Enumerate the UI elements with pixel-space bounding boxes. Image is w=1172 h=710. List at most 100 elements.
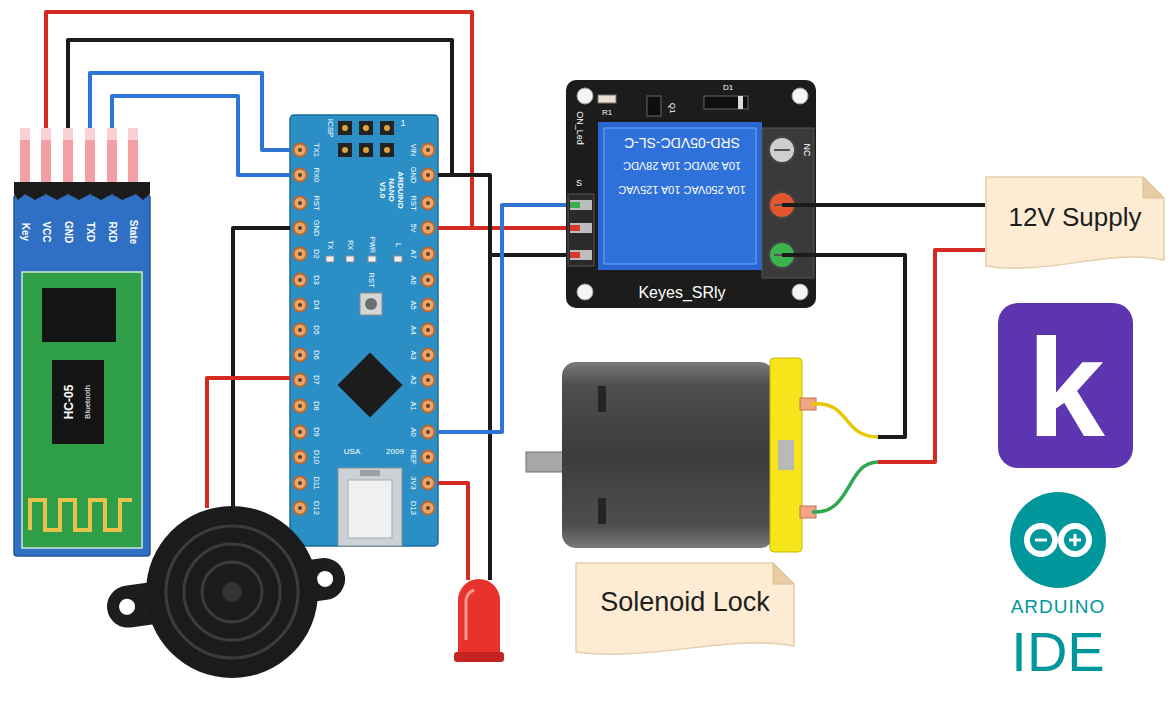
pin-label: D5 <box>312 325 320 335</box>
pin-header <box>568 194 594 266</box>
reset-button-cap <box>365 298 377 310</box>
pin-pad <box>422 451 435 464</box>
motor-shaft <box>526 452 568 472</box>
header-pin <box>570 250 592 260</box>
board-pcb <box>566 80 816 308</box>
led-label: TX <box>326 241 334 250</box>
led-label: PWR <box>368 237 376 253</box>
pin-pad <box>422 502 435 515</box>
pin-hole <box>426 455 430 459</box>
module-name: Bluetooth <box>84 385 93 419</box>
pin-pad <box>422 274 435 287</box>
pin-label: VCC <box>41 221 52 242</box>
bluetooth-module: KeyVCCGNDTXDRXDStateHC-05Bluetooth <box>14 128 150 556</box>
status-led <box>346 256 354 262</box>
pin-pad <box>294 502 307 515</box>
pin-hole <box>298 506 302 510</box>
pin-hole <box>298 148 302 152</box>
logo-wordmark: IDE <box>1011 621 1104 683</box>
pin-label: TXD <box>85 222 96 242</box>
module-name: HC-05 <box>63 385 76 420</box>
header-pin-tip <box>20 128 30 140</box>
icsp-pin-tip <box>342 125 348 131</box>
chip <box>52 360 104 444</box>
wire <box>207 378 290 508</box>
vent-slot <box>598 498 606 524</box>
pin-label: State <box>128 220 139 244</box>
buzzer-ring <box>184 544 280 640</box>
mounting-hole <box>577 88 593 104</box>
led-rim <box>454 652 504 662</box>
kodular-logo <box>998 303 1133 468</box>
wire <box>488 255 492 580</box>
status-led <box>326 256 334 262</box>
pin-hole <box>426 506 430 510</box>
header-pin-tip <box>63 128 73 140</box>
reset-button <box>360 293 382 315</box>
button-label: RST <box>367 273 375 288</box>
pin-pad <box>422 349 435 362</box>
led <box>454 579 504 662</box>
icsp-pin-tip <box>384 147 390 153</box>
pin-pad <box>294 400 307 413</box>
pin-one-mark: 1 <box>400 119 405 129</box>
note-fold <box>773 563 794 584</box>
note-text: Solenoid Lock <box>600 588 770 618</box>
board-name: ARDUINO NANO V3.0 <box>378 170 404 210</box>
header-pin <box>570 223 592 233</box>
mount-hole <box>316 570 334 588</box>
buzzer-ring <box>166 526 298 658</box>
pin-hole <box>298 226 302 230</box>
motor-body <box>562 362 774 548</box>
dc-motor <box>526 358 878 552</box>
pin-label: D7 <box>312 375 320 385</box>
relay-body <box>598 122 762 270</box>
pin-hole <box>426 173 430 177</box>
pin-pad <box>422 374 435 387</box>
header-pin <box>570 200 592 210</box>
logo-minus <box>1035 539 1047 542</box>
logo-loop <box>1027 526 1055 554</box>
logo-tile <box>998 303 1133 468</box>
board-pcb <box>14 195 150 556</box>
pin-hole <box>426 353 430 357</box>
mounting-hole <box>577 284 593 300</box>
relay-module: ON_LedSR1Q1D1SRD-05VDC-SL-C10A 30VDC 10A… <box>566 80 816 308</box>
logo-letter: k <box>1027 318 1105 458</box>
wire-connector <box>46 12 472 228</box>
logo-loop <box>1061 526 1089 554</box>
pin-pad <box>422 222 435 235</box>
status-led <box>368 256 376 262</box>
logo-wordmark: ARDUINO <box>1011 597 1106 618</box>
mount-hole <box>118 598 136 616</box>
pin-pad <box>294 144 307 157</box>
icsp-pin <box>380 143 394 157</box>
header-pin <box>107 128 117 184</box>
relay-body-top <box>604 128 756 264</box>
pin-hole <box>426 201 430 205</box>
usb-connector-inner <box>348 480 392 538</box>
note-text: 12V Supply <box>1009 203 1142 232</box>
pin-label: A5 <box>409 300 417 309</box>
pin-hole <box>298 481 302 485</box>
icsp-pin-tip <box>363 125 369 131</box>
pin-pad <box>294 274 307 287</box>
pin-hole <box>426 226 430 230</box>
note-paper <box>986 177 1164 268</box>
part-caption-note: Solenoid Lock <box>575 562 795 660</box>
relay-rating: 10A 250VAC 10A 125VAC <box>618 184 745 196</box>
icsp-pin <box>338 143 352 157</box>
pin-pad <box>294 248 307 261</box>
pin-label: TX1 <box>312 143 320 157</box>
microcontroller-chip <box>337 352 402 417</box>
terminal-screw <box>769 137 795 163</box>
pin-hole <box>298 303 302 307</box>
arduino-nano-board: ICSP1ARDUINO NANO V3.0TX1RX0RSTGNDD2D3D4… <box>290 115 438 546</box>
pin-pad <box>294 349 307 362</box>
pin-pad <box>294 374 307 387</box>
header-pin <box>63 128 73 184</box>
pin-pad <box>294 477 307 490</box>
board-mark: USA <box>344 448 360 457</box>
logo-disc <box>1010 492 1106 588</box>
